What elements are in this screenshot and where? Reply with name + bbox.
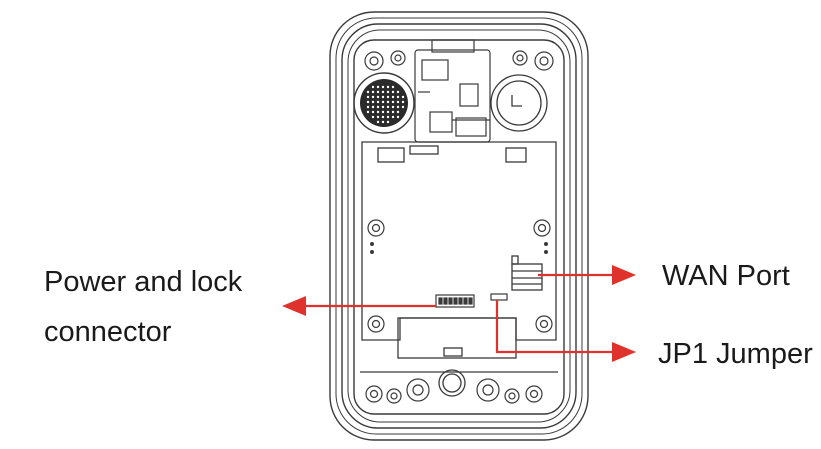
top-circuit-board bbox=[414, 39, 491, 143]
speaker-hole bbox=[386, 110, 390, 114]
speaker-hole bbox=[396, 90, 400, 94]
power-lock-connector-label-line2: connector bbox=[44, 316, 172, 348]
speaker-hole bbox=[376, 110, 380, 114]
speaker-hole bbox=[376, 85, 380, 89]
speaker-hole bbox=[401, 95, 405, 99]
screw bbox=[390, 50, 406, 66]
speaker-hole bbox=[396, 110, 400, 114]
speaker-hole bbox=[366, 100, 370, 104]
power-lock-connector bbox=[435, 294, 475, 308]
speaker-hole bbox=[386, 95, 390, 99]
connector-pin bbox=[453, 297, 458, 305]
screw bbox=[533, 219, 551, 237]
camera-module bbox=[490, 74, 548, 132]
speaker-hole bbox=[391, 90, 395, 94]
screw bbox=[406, 378, 430, 402]
speaker-hole bbox=[371, 85, 375, 89]
speaker-hole bbox=[396, 115, 400, 119]
speaker-hole bbox=[376, 115, 380, 119]
bottom-sensor bbox=[438, 369, 466, 397]
screw bbox=[365, 385, 383, 403]
wan-port-label: WAN Port bbox=[662, 260, 790, 292]
screw bbox=[512, 50, 528, 66]
speaker-hole bbox=[396, 100, 400, 104]
speaker-hole bbox=[366, 95, 370, 99]
power-callout-arrow bbox=[282, 296, 436, 316]
power-lock-connector-label: Power and lock bbox=[44, 266, 243, 298]
screw bbox=[476, 378, 500, 402]
connector-pin bbox=[468, 297, 473, 305]
main-board bbox=[361, 141, 557, 341]
speaker-hole bbox=[366, 90, 370, 94]
speaker-hole bbox=[386, 85, 390, 89]
speaker-hole bbox=[386, 115, 390, 119]
speaker-grille bbox=[353, 72, 415, 134]
speaker-hole bbox=[381, 115, 385, 119]
indicator-dots bbox=[544, 242, 548, 254]
speaker-hole bbox=[371, 115, 375, 119]
screw bbox=[367, 219, 385, 237]
speaker-hole bbox=[371, 105, 375, 109]
connector-pin bbox=[438, 297, 443, 305]
screw bbox=[386, 388, 402, 404]
speaker-hole bbox=[391, 110, 395, 114]
speaker-hole bbox=[376, 90, 380, 94]
speaker-hole bbox=[376, 105, 380, 109]
speaker-hole bbox=[376, 95, 380, 99]
speaker-hole bbox=[371, 110, 375, 114]
speaker-hole bbox=[371, 100, 375, 104]
speaker-hole bbox=[381, 120, 385, 124]
speaker-hole bbox=[371, 95, 375, 99]
screw bbox=[535, 315, 553, 333]
connector-pin bbox=[443, 297, 448, 305]
speaker-hole bbox=[381, 85, 385, 89]
screw bbox=[525, 385, 543, 403]
jp1-jumper-label: JP1 Jumper bbox=[658, 338, 813, 370]
speaker-hole bbox=[391, 100, 395, 104]
speaker-hole bbox=[381, 90, 385, 94]
connector-pin bbox=[463, 297, 468, 305]
screw bbox=[534, 51, 554, 71]
speaker-hole bbox=[381, 100, 385, 104]
speaker-hole bbox=[386, 105, 390, 109]
speaker-hole bbox=[391, 115, 395, 119]
speaker-hole bbox=[366, 105, 370, 109]
speaker-hole bbox=[381, 110, 385, 114]
screw bbox=[367, 315, 385, 333]
speaker-hole bbox=[391, 105, 395, 109]
speaker-hole bbox=[366, 110, 370, 114]
speaker-hole bbox=[381, 105, 385, 109]
speaker-hole bbox=[376, 120, 380, 124]
speaker-hole bbox=[376, 100, 380, 104]
lower-bracket bbox=[360, 317, 558, 373]
speaker-hole bbox=[381, 95, 385, 99]
speaker-hole bbox=[386, 120, 390, 124]
speaker-hole bbox=[386, 90, 390, 94]
jp1-callout-arrow bbox=[495, 300, 636, 362]
speaker-hole bbox=[391, 95, 395, 99]
speaker-hole bbox=[386, 100, 390, 104]
connector-pin bbox=[448, 297, 453, 305]
screw bbox=[364, 51, 384, 71]
jp1-jumper bbox=[490, 293, 508, 301]
speaker-hole bbox=[401, 105, 405, 109]
indicator-dots bbox=[370, 242, 374, 254]
speaker-hole bbox=[396, 95, 400, 99]
connector-pin bbox=[458, 297, 463, 305]
speaker-hole bbox=[401, 100, 405, 104]
speaker-hole bbox=[371, 90, 375, 94]
wan-callout-arrow bbox=[538, 265, 636, 285]
wan-port-connector bbox=[511, 255, 543, 291]
speaker-hole bbox=[391, 85, 395, 89]
speaker-hole bbox=[396, 105, 400, 109]
screw bbox=[504, 388, 520, 404]
